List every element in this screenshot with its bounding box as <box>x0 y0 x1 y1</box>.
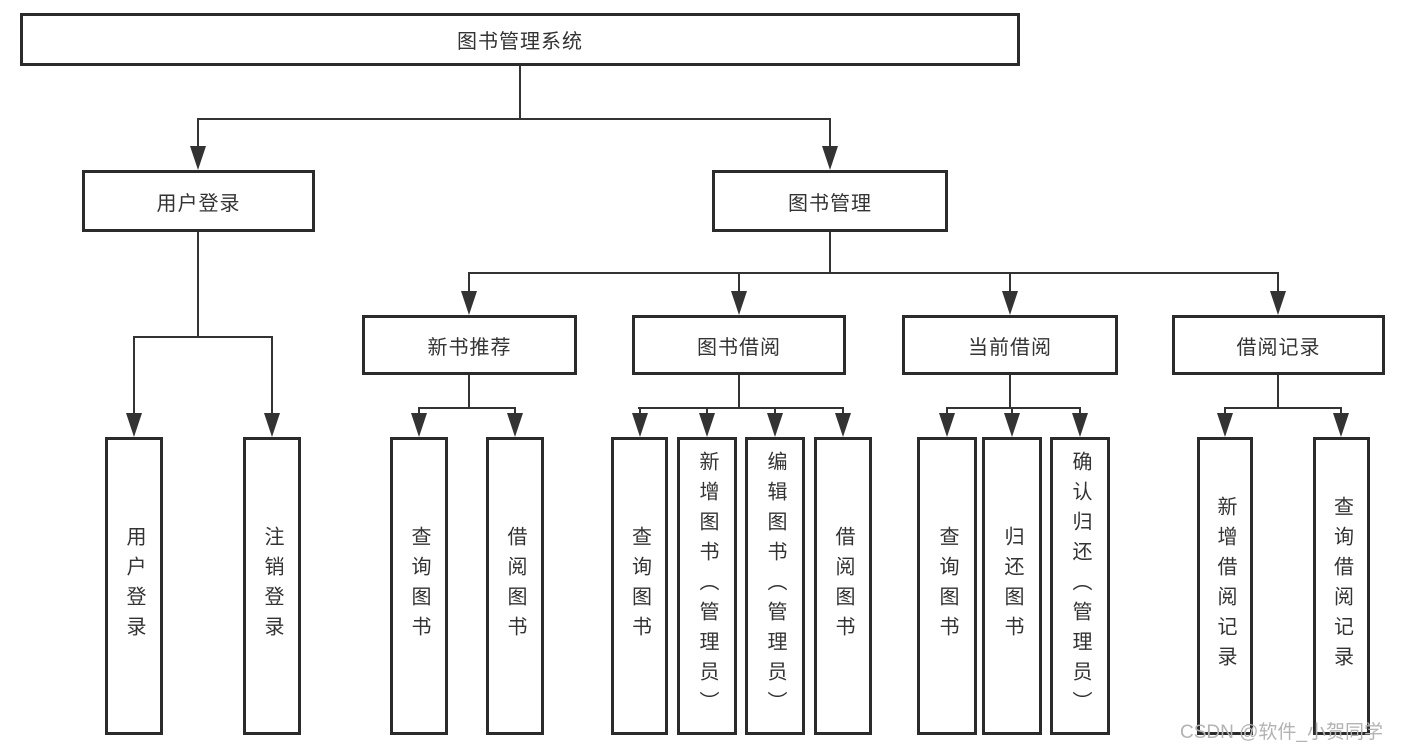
connector-line <box>946 407 1081 409</box>
connector-line <box>639 407 641 415</box>
connector-line <box>829 232 831 272</box>
connector-line <box>418 407 516 409</box>
leaf-query-books-borrow: 查询图书 <box>611 437 668 735</box>
connector-line <box>946 407 948 415</box>
watermark: CSDN @软件_小贺同学 <box>1180 722 1383 743</box>
connector-line <box>1011 407 1013 415</box>
leaf-user-login-label: 用户登录 <box>123 526 145 646</box>
arrow-down-icon <box>835 413 851 437</box>
arrow-down-icon <box>1217 413 1233 437</box>
arrow-down-icon <box>822 146 838 170</box>
arrow-down-icon <box>1004 413 1020 437</box>
connector-line <box>774 407 776 415</box>
leaf-confirm-return-admin-label: 确认归还（管理员） <box>1069 451 1091 721</box>
arrow-down-icon <box>507 413 523 437</box>
leaf-add-book-admin-label: 新增图书（管理员） <box>696 451 718 721</box>
connector-line <box>133 336 135 416</box>
arrow-down-icon <box>1072 413 1088 437</box>
arrow-down-icon <box>1333 413 1349 437</box>
leaf-return-books-label: 归还图书 <box>1001 526 1023 646</box>
arrow-down-icon <box>1002 291 1018 315</box>
leaf-borrow-books-borrow: 借阅图书 <box>814 437 872 735</box>
leaf-borrow-books-recommend: 借阅图书 <box>486 437 544 735</box>
connector-line <box>1009 272 1011 293</box>
arrow-down-icon <box>632 413 648 437</box>
connector-line <box>468 272 470 293</box>
node-new-book-recommend: 新书推荐 <box>362 315 577 375</box>
connector-line <box>468 272 1279 274</box>
leaf-query-books-current: 查询图书 <box>917 437 977 735</box>
node-current-borrow-label: 当前借阅 <box>968 336 1052 359</box>
connector-line <box>1340 407 1342 415</box>
arrow-down-icon <box>461 291 477 315</box>
arrow-down-icon <box>126 413 142 437</box>
arrow-down-icon <box>190 146 206 170</box>
leaf-logout: 注销登录 <box>243 437 301 735</box>
leaf-query-books-current-label: 查询图书 <box>936 526 958 646</box>
leaf-borrow-books-recommend-label: 借阅图书 <box>504 526 526 646</box>
connector-line <box>1277 272 1279 293</box>
connector-line <box>514 407 516 415</box>
connector-line <box>738 272 740 293</box>
arrow-down-icon <box>1270 291 1286 315</box>
node-user-login: 用户登录 <box>82 170 315 232</box>
leaf-add-borrow-record-label: 新增借阅记录 <box>1214 496 1236 676</box>
leaf-logout-label: 注销登录 <box>261 526 283 646</box>
node-current-borrow: 当前借阅 <box>902 315 1118 375</box>
connector-line <box>1009 375 1011 407</box>
connector-line <box>1079 407 1081 415</box>
leaf-confirm-return-admin: 确认归还（管理员） <box>1050 437 1110 735</box>
leaf-query-books-borrow-label: 查询图书 <box>628 526 651 646</box>
node-book-management-system-label: 图书管理系统 <box>457 31 583 53</box>
leaf-add-borrow-record: 新增借阅记录 <box>1197 437 1253 735</box>
leaf-query-borrow-record-label: 查询借阅记录 <box>1330 496 1353 676</box>
leaf-edit-book-admin: 编辑图书（管理员） <box>745 437 805 735</box>
connector-line <box>197 118 831 120</box>
node-user-login-label: 用户登录 <box>156 192 241 215</box>
node-book-management: 图书管理 <box>712 170 948 232</box>
leaf-return-books: 归还图书 <box>982 437 1042 735</box>
arrow-down-icon <box>939 413 955 437</box>
node-book-management-label: 图书管理 <box>788 192 872 215</box>
connector-line <box>197 118 199 150</box>
leaf-borrow-books-borrow-label: 借阅图书 <box>832 526 854 646</box>
connector-line <box>842 407 844 415</box>
leaf-edit-book-admin-label: 编辑图书（管理员） <box>764 451 786 721</box>
node-borrow-records-label: 借阅记录 <box>1236 336 1321 359</box>
connector-line <box>829 118 831 150</box>
connector-line <box>738 375 740 407</box>
connector-line <box>1224 407 1226 415</box>
arrow-down-icon <box>731 291 747 315</box>
arrow-down-icon <box>411 413 427 437</box>
leaf-user-login: 用户登录 <box>105 437 163 735</box>
arrow-down-icon <box>767 413 783 437</box>
arrow-down-icon <box>264 413 280 437</box>
node-borrow-records: 借阅记录 <box>1172 315 1385 375</box>
node-book-management-system: 图书管理系统 <box>20 13 1020 66</box>
connector-line <box>197 232 199 336</box>
connector-line <box>271 336 273 416</box>
node-book-borrow: 图书借阅 <box>632 315 846 375</box>
connector-line <box>1224 407 1342 409</box>
node-new-book-recommend-label: 新书推荐 <box>427 336 512 359</box>
connector-line <box>638 407 844 409</box>
leaf-add-book-admin: 新增图书（管理员） <box>677 437 737 735</box>
connector-line <box>706 407 708 415</box>
leaf-query-borrow-record: 查询借阅记录 <box>1313 437 1370 735</box>
node-book-borrow-label: 图书借阅 <box>697 336 781 359</box>
arrow-down-icon <box>699 413 715 437</box>
leaf-query-books-recommend-label: 查询图书 <box>408 526 430 646</box>
connector-line <box>133 336 273 338</box>
connector-line <box>468 375 470 407</box>
connector-line <box>1277 375 1279 407</box>
leaf-query-books-recommend: 查询图书 <box>390 437 448 735</box>
connector-line <box>519 66 521 118</box>
connector-line <box>418 407 420 415</box>
